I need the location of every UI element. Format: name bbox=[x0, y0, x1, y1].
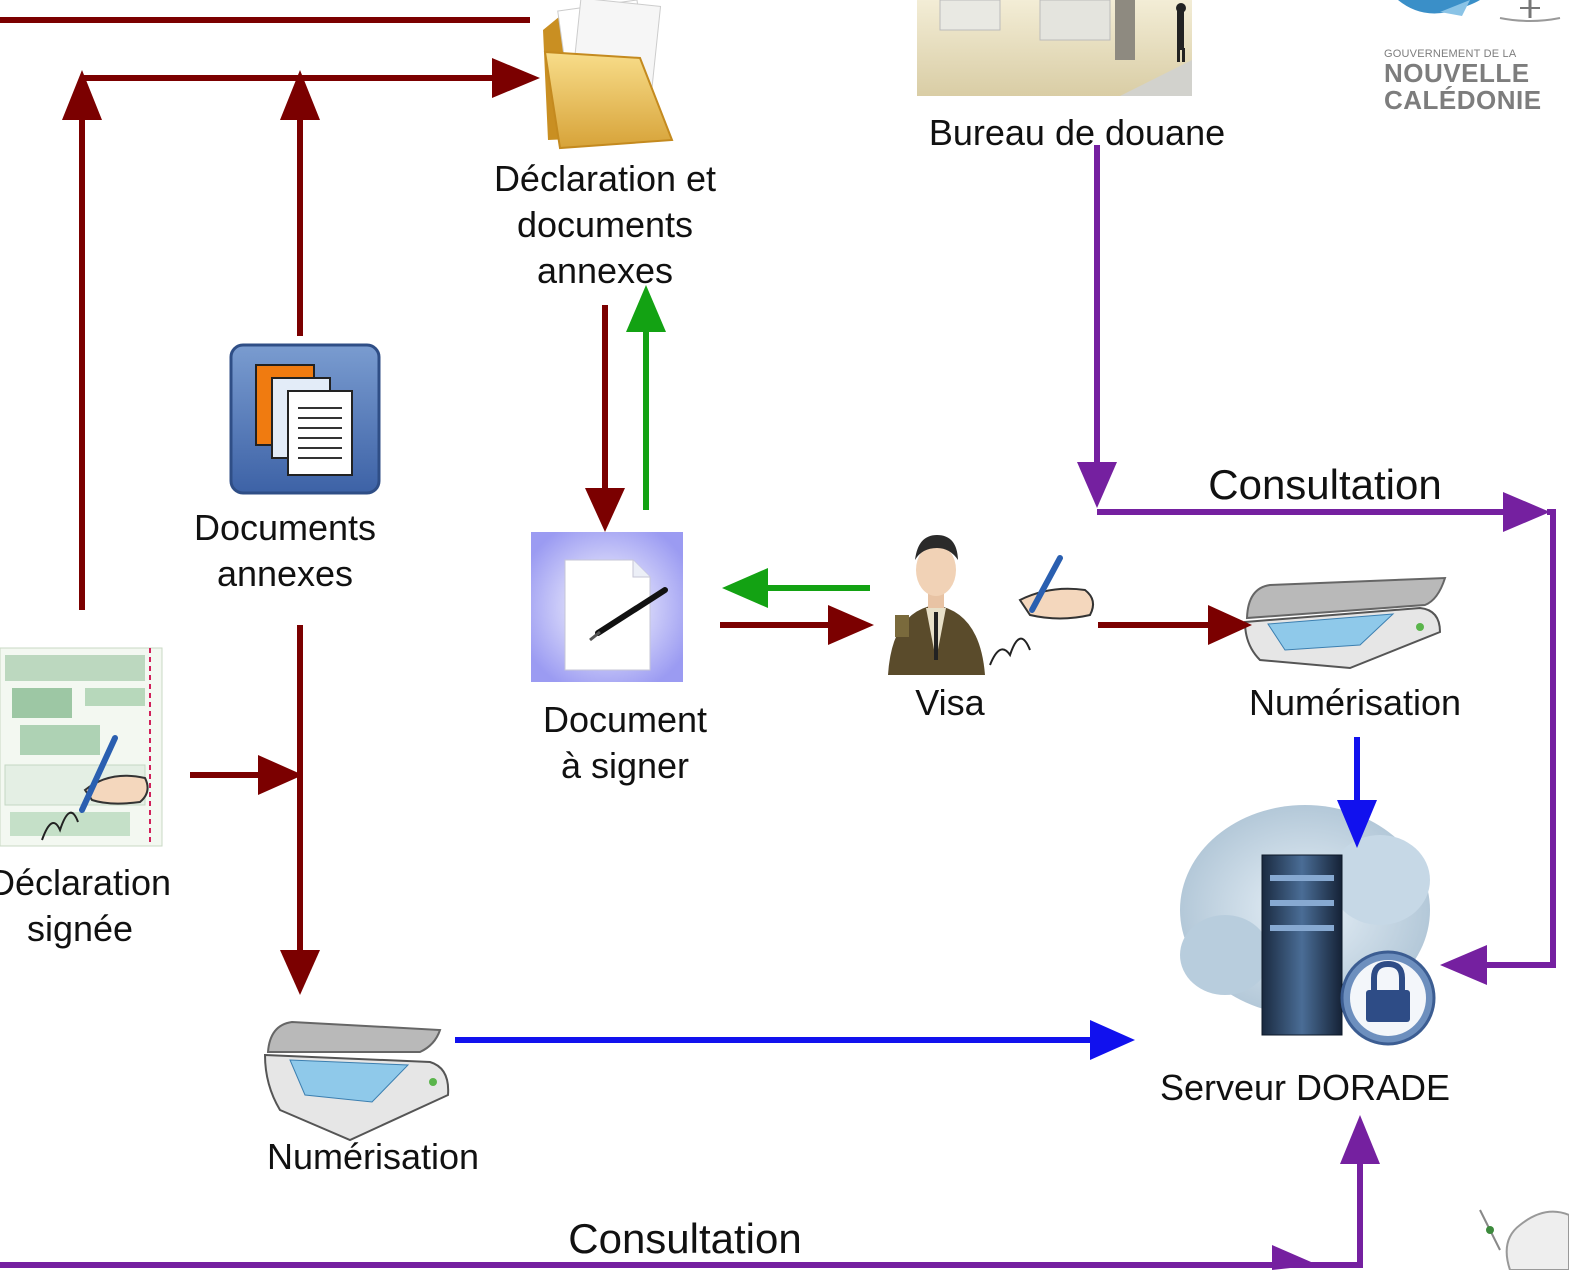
label-documents-line1: Documents bbox=[193, 507, 377, 548]
label-numerisation-right: Numérisation bbox=[1248, 682, 1462, 723]
arrowhead bbox=[1340, 1115, 1380, 1164]
arrowhead bbox=[1272, 1245, 1318, 1270]
lock-icon bbox=[1340, 950, 1436, 1046]
arrowhead bbox=[722, 568, 768, 608]
arrowhead bbox=[1090, 1020, 1135, 1060]
arrowhead bbox=[585, 488, 625, 532]
arrowhead bbox=[280, 70, 320, 120]
government-logo-text: GOUVERNEMENT DE LA NOUVELLE CALÉDONIE bbox=[1384, 48, 1569, 114]
mouse-icon bbox=[1479, 1209, 1569, 1270]
arrowhead bbox=[62, 70, 102, 120]
arrowhead bbox=[626, 285, 666, 332]
arrowhead bbox=[1337, 800, 1377, 848]
arrowhead bbox=[828, 605, 874, 645]
arrowhead bbox=[258, 755, 303, 795]
label-visa: Visa bbox=[915, 682, 985, 723]
label-document-line1: Document bbox=[542, 699, 708, 740]
label-serveur-dorade: Serveur DORADE bbox=[1159, 1067, 1451, 1108]
signed-declaration-icon bbox=[0, 647, 163, 847]
logo-line-1: GOUVERNEMENT DE LA bbox=[1384, 48, 1517, 60]
label-numerisation-bottom: Numérisation bbox=[266, 1136, 480, 1177]
connector-line bbox=[0, 1162, 1363, 1268]
scanner-icon bbox=[263, 1020, 450, 1142]
arrowhead bbox=[1503, 492, 1550, 532]
label-document-line2: à signer bbox=[560, 745, 690, 786]
label-folder-line1: Déclaration et bbox=[493, 158, 717, 199]
building-icon bbox=[917, 0, 1192, 96]
customs-officer-icon bbox=[888, 535, 1095, 675]
label-folder-line2: documents bbox=[516, 204, 694, 245]
arrowhead bbox=[1208, 605, 1252, 645]
label-consultation-bottom: Consultation bbox=[568, 1215, 802, 1262]
government-logo bbox=[1398, 0, 1561, 22]
label-declaration-line1: Déclaration bbox=[0, 862, 172, 903]
arrowhead bbox=[1440, 945, 1487, 985]
connector-line bbox=[1485, 509, 1556, 968]
label-consultation-top: Consultation bbox=[1208, 461, 1442, 508]
arrowhead bbox=[280, 950, 320, 995]
label-documents-line2: annexes bbox=[216, 553, 354, 594]
label-declaration-line2: signée bbox=[26, 908, 134, 949]
label-folder-line3: annexes bbox=[536, 250, 674, 291]
documents-stack-icon bbox=[229, 343, 381, 495]
document-to-sign-icon bbox=[531, 532, 683, 682]
arrowhead bbox=[492, 58, 540, 98]
folder-icon bbox=[543, 0, 674, 150]
logo-line-2: NOUVELLE bbox=[1384, 58, 1530, 88]
arrowhead bbox=[1077, 462, 1117, 508]
label-bureau-de-douane: Bureau de douane bbox=[928, 112, 1226, 153]
scanner-icon bbox=[1243, 576, 1447, 670]
logo-line-3: CALÉDONIE bbox=[1384, 85, 1542, 115]
